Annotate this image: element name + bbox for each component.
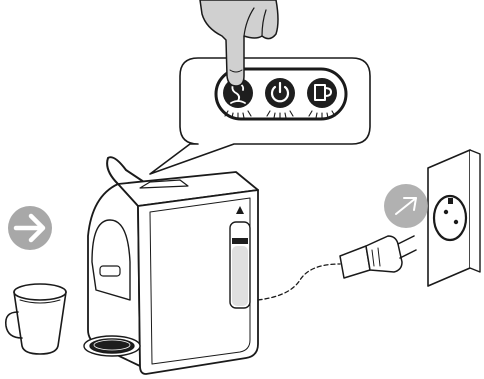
drip-tray — [84, 336, 140, 356]
cup — [6, 284, 66, 354]
control-panel-callout — [150, 58, 370, 174]
wall-socket — [428, 150, 480, 286]
coffee-machine — [84, 157, 340, 374]
power-plug — [340, 236, 416, 278]
power-cord — [258, 264, 340, 300]
plug-in-arrow — [384, 184, 428, 228]
step-arrow — [8, 206, 52, 250]
